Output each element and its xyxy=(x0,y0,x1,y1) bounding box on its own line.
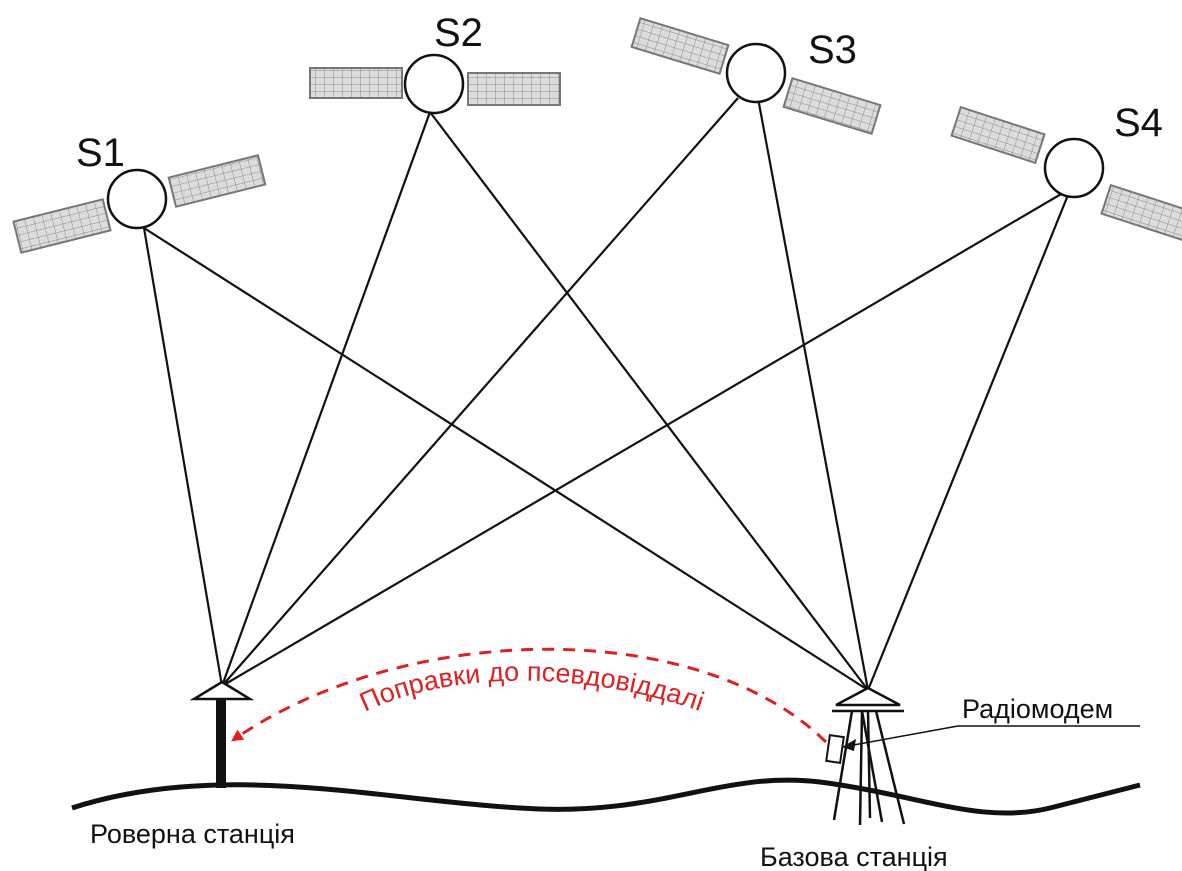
solar-panel-icon xyxy=(950,105,1046,165)
rover-station: Роверна станція xyxy=(90,680,295,849)
satellite-label-s1: S1 xyxy=(76,131,125,175)
radiomodem-label: Радіомодем xyxy=(962,694,1113,724)
base-station: Базова станція xyxy=(760,686,948,871)
satellite-body-icon xyxy=(403,53,465,115)
satellite-body-icon xyxy=(725,42,787,104)
solar-panel-icon xyxy=(167,154,267,208)
corrections-link: Поправки до псевдовіддалі xyxy=(231,647,828,744)
callout-arrowhead-icon xyxy=(842,739,856,751)
ground-line xyxy=(71,777,1141,816)
satellite-label-s3: S3 xyxy=(808,28,857,72)
signal-lines-base xyxy=(143,97,1070,691)
rover-station-label: Роверна станція xyxy=(90,819,295,849)
solar-panel-icon xyxy=(1100,183,1182,243)
satellite-label-s2: S2 xyxy=(434,11,483,55)
radiomodem-callout: Радіомодем xyxy=(842,694,1140,751)
solar-panel-icon xyxy=(467,72,561,106)
satellite-body-icon xyxy=(1043,137,1105,199)
solar-panel-icon xyxy=(12,198,112,254)
satellite-s4: S4 xyxy=(950,101,1182,243)
signal-lines-rover xyxy=(142,97,1069,687)
solar-panel-icon xyxy=(630,16,730,76)
corrections-arrow xyxy=(231,647,828,744)
solar-panel-icon xyxy=(782,76,882,136)
satellite-body-icon xyxy=(106,168,168,230)
antenna-icon xyxy=(835,686,901,707)
tripod-icon xyxy=(832,710,906,826)
solar-panel-icon xyxy=(309,67,403,99)
rover-pole xyxy=(216,700,226,788)
satellite-s2: S2 xyxy=(309,11,561,115)
antenna-icon xyxy=(189,680,255,701)
base-station-label: Базова станція xyxy=(760,842,948,871)
satellite-label-s4: S4 xyxy=(1114,101,1163,145)
satellite-s1: S1 xyxy=(12,131,267,254)
radiomodem-icon xyxy=(825,734,845,764)
satellite-s3: S3 xyxy=(630,16,882,136)
